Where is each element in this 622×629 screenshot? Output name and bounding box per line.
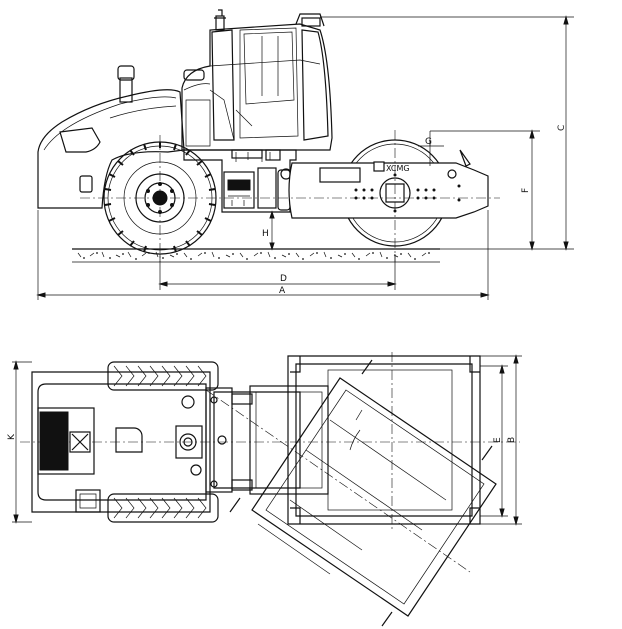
front-frame-straight — [249, 352, 481, 530]
dimension-e: E — [480, 364, 508, 518]
operator-cab — [181, 9, 333, 151]
dimension-h: H — [262, 210, 275, 251]
ground — [72, 248, 440, 263]
dimension-b: B — [480, 354, 522, 526]
dim-label-b: B — [507, 437, 517, 443]
rear-tire-top-upper — [107, 361, 219, 391]
dimension-k: K — [7, 360, 32, 524]
dim-label-c: C — [557, 125, 567, 131]
engine-hood — [37, 65, 185, 209]
dim-label-e: E — [493, 437, 503, 443]
drum-brand-label: XCMG — [386, 164, 410, 173]
dim-label-a: A — [279, 286, 286, 296]
frame — [183, 149, 297, 213]
dimension-g: G — [418, 131, 444, 147]
rear-body-top — [31, 371, 211, 513]
dim-label-d: D — [280, 274, 287, 284]
dimension-d: D — [158, 254, 397, 290]
top-view: K E B — [7, 352, 522, 627]
front-frame-articulated — [205, 359, 497, 627]
dim-label-k: K — [7, 433, 17, 440]
rear-tire-top-lower — [107, 493, 219, 523]
articulation-joint — [205, 387, 253, 493]
dim-label-h: H — [262, 229, 269, 239]
dim-label-g: G — [425, 137, 432, 147]
dimension-a: A — [36, 210, 490, 300]
dim-label-f: F — [521, 188, 531, 193]
dimension-f: F — [430, 129, 540, 251]
dimension-c: C — [320, 15, 574, 251]
front-drum: XCMG — [288, 139, 489, 247]
side-view: XCMG C — [36, 9, 574, 300]
